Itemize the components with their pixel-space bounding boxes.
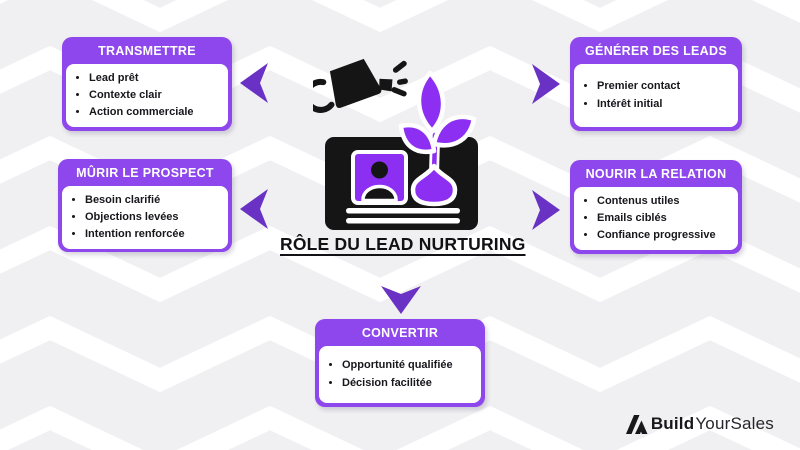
arrow-left-icon: [240, 63, 268, 103]
arrow-right-icon: [532, 190, 560, 230]
bullet-item: Premier contact: [597, 79, 732, 94]
bullet-item: Emails ciblés: [597, 211, 732, 226]
logo-text-yoursales: YourSales: [695, 414, 774, 433]
water-drops-icon: [391, 60, 408, 97]
box-murir-list: Besoin clarifiéObjections levéesIntentio…: [68, 190, 222, 245]
lead-nurturing-illustration: [313, 58, 478, 230]
page-title: RÔLE DU LEAD NURTURING: [280, 234, 526, 254]
logo-text-build: Build: [650, 414, 695, 433]
box-transmettre-title: TRANSMETTRE: [98, 43, 196, 58]
arrow-left-icon: [240, 189, 268, 229]
arrow-right-icon: [532, 64, 560, 104]
box-generer-title: GÉNÉRER DES LEADS: [585, 43, 727, 58]
box-transmettre: TRANSMETTRE Lead prêtContexte clairActio…: [62, 37, 232, 131]
box-nourir-body: Contenus utilesEmails ciblésConfiance pr…: [574, 187, 738, 250]
box-nourir-la-relation: NOURIR LA RELATION Contenus utilesEmails…: [570, 160, 742, 254]
box-generer-body: Premier contactIntérêt initial: [574, 64, 738, 127]
box-nourir-list: Contenus utilesEmails ciblésConfiance pr…: [580, 191, 732, 246]
box-murir-body: Besoin clarifiéObjections levéesIntentio…: [62, 186, 228, 249]
box-convertir-list: Opportunité qualifiéeDécision facilitée: [325, 356, 475, 393]
box-generer-list: Premier contactIntérêt initial: [580, 77, 732, 114]
bullet-item: Décision facilitée: [342, 376, 475, 391]
box-murir-title: MÛRIR LE PROSPECT: [76, 165, 214, 180]
box-transmettre-list: Lead prêtContexte clairAction commercial…: [72, 68, 222, 123]
bullet-item: Contenus utiles: [597, 194, 732, 209]
bullet-item: Besoin clarifié: [85, 193, 222, 208]
arrow-down-icon: [381, 286, 421, 314]
buildyoursales-logo: Build YourSales: [625, 412, 774, 436]
watering-can-icon: [313, 58, 393, 113]
box-transmettre-body: Lead prêtContexte clairAction commercial…: [66, 64, 228, 127]
bullet-item: Opportunité qualifiée: [342, 358, 475, 373]
box-generer-des-leads: GÉNÉRER DES LEADS Premier contactIntérêt…: [570, 37, 742, 131]
bullet-item: Contexte clair: [89, 88, 222, 103]
bullet-item: Intention renforcée: [85, 227, 222, 242]
box-convertir-body: Opportunité qualifiéeDécision facilitée: [319, 346, 481, 403]
bullet-item: Intérêt initial: [597, 97, 732, 112]
box-convertir-title: CONVERTIR: [361, 325, 439, 340]
box-murir-le-prospect: MÛRIR LE PROSPECT Besoin clarifiéObjecti…: [58, 159, 232, 252]
bullet-item: Lead prêt: [89, 71, 222, 86]
box-nourir-title: NOURIR LA RELATION: [585, 166, 727, 181]
box-convertir: CONVERTIR Opportunité qualifiéeDécision …: [315, 319, 485, 407]
bullet-item: Action commerciale: [89, 105, 222, 120]
plant-icon: [398, 70, 477, 207]
bullet-item: Confiance progressive: [597, 228, 732, 243]
bullet-item: Objections levées: [85, 210, 222, 225]
buildyoursales-logo-icon: [625, 414, 648, 434]
id-card-icon: [325, 137, 478, 230]
